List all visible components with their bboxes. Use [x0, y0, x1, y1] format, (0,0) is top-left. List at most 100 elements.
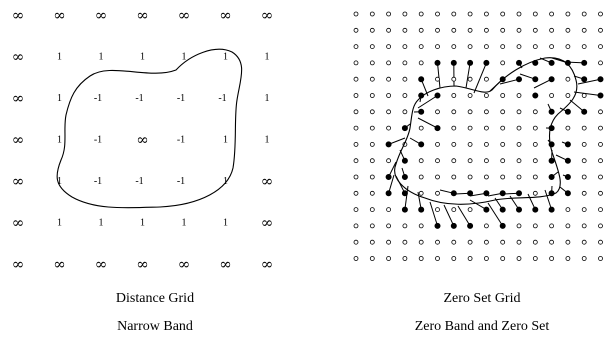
- grid-point-2-6: [451, 44, 457, 49]
- grid-point-7-4: [418, 125, 424, 131]
- grid-point-5-9: [500, 93, 506, 98]
- grid-point-15-3: [402, 256, 408, 261]
- grid-value-r3-c0: ∞: [12, 131, 25, 149]
- grid-point-15-10: [516, 256, 522, 261]
- grid-point-7-6: [451, 125, 457, 131]
- grid-point-1-0: [353, 27, 359, 33]
- zero-band-point-5-5: [434, 92, 441, 99]
- grid-value-r2-c2: -1: [94, 93, 102, 104]
- grid-point-10-10: [516, 174, 522, 180]
- grid-point-5-1: [369, 93, 375, 98]
- grid-point-10-4: [418, 174, 424, 180]
- grid-point-5-13: [565, 93, 571, 98]
- zero-band-link-15: [577, 78, 601, 85]
- zero-band-point-13-6: [450, 222, 457, 229]
- grid-point-6-3: [402, 109, 408, 115]
- grid-point-11-5: [435, 190, 440, 196]
- grid-point-13-13: [565, 223, 571, 229]
- zero-band-link-0: [437, 62, 441, 89]
- grid-value-r2-c4: -1: [177, 93, 185, 104]
- zero-band-point-12-3: [401, 206, 408, 213]
- grid-value-r1-c6: 1: [265, 52, 270, 63]
- grid-value-r0-c3: ∞: [136, 6, 149, 24]
- grid-point-5-14: [581, 93, 587, 98]
- grid-point-8-8: [483, 141, 489, 147]
- zero-band-point-11-7: [467, 190, 474, 197]
- grid-point-0-7: [467, 11, 473, 17]
- grid-value-r5-c1: 1: [57, 218, 62, 229]
- grid-value-r1-c2: 1: [99, 52, 104, 63]
- zero-band-point-8-2: [385, 141, 392, 148]
- grid-point-2-1: [369, 44, 375, 49]
- grid-point-4-2: [386, 76, 392, 82]
- grid-point-2-9: [500, 44, 506, 49]
- zero-band-point-11-13: [564, 190, 571, 197]
- grid-point-2-14: [581, 44, 587, 49]
- grid-point-5-10: [516, 93, 522, 98]
- grid-point-14-7: [467, 239, 473, 245]
- zero-band-point-4-10: [516, 76, 523, 83]
- grid-point-8-7: [467, 141, 473, 147]
- grid-value-r4-c5: 1: [223, 176, 228, 187]
- grid-value-r3-c1: 1: [57, 135, 62, 146]
- right-caption-line1: Zero Set Grid: [443, 291, 521, 306]
- grid-point-4-3: [402, 76, 408, 82]
- grid-point-15-12: [549, 256, 554, 261]
- grid-point-11-0: [353, 190, 359, 196]
- grid-point-9-6: [451, 158, 457, 164]
- right-caption-line2: Zero Band and Zero Set: [414, 319, 550, 334]
- grid-point-13-8: [483, 223, 489, 229]
- zero-band-link-13: [533, 78, 552, 89]
- grid-point-9-4: [418, 158, 424, 164]
- grid-point-6-8: [483, 109, 489, 115]
- zero-band-point-6-13: [564, 108, 571, 115]
- grid-point-12-0: [353, 207, 359, 213]
- grid-point-8-0: [353, 141, 359, 147]
- grid-point-9-1: [369, 158, 375, 164]
- grid-point-12-2: [386, 207, 392, 213]
- grid-point-13-3: [402, 223, 408, 229]
- grid-point-0-6: [451, 11, 457, 17]
- grid-point-1-2: [386, 27, 392, 33]
- grid-value-r5-c6: ∞: [261, 214, 274, 232]
- grid-point-10-0: [353, 174, 359, 180]
- grid-value-r3-c5: 1: [223, 135, 228, 146]
- zero-band-point-12-12: [548, 206, 555, 213]
- grid-point-7-9: [500, 125, 506, 131]
- zero-band-link-25: [417, 117, 438, 129]
- grid-point-6-10: [516, 109, 522, 115]
- grid-point-1-4: [418, 27, 424, 33]
- grid-value-r5-c5: 1: [223, 218, 228, 229]
- grid-value-r3-c4: -1: [177, 135, 185, 146]
- zero-band-link-53: [544, 189, 553, 210]
- grid-point-1-5: [435, 27, 440, 33]
- grid-point-0-3: [402, 11, 408, 17]
- zero-band-link-55: [443, 204, 455, 227]
- grid-point-8-11: [532, 141, 538, 147]
- grid-point-5-6: [451, 93, 457, 98]
- zero-band-point-3-14: [581, 59, 588, 66]
- grid-point-3-1: [369, 60, 375, 66]
- grid-point-0-12: [549, 11, 554, 17]
- grid-point-8-1: [369, 141, 375, 147]
- zero-band-point-4-4: [418, 76, 425, 83]
- grid-value-r6-c6: ∞: [261, 255, 274, 273]
- zero-band-point-4-15: [597, 76, 604, 83]
- grid-point-0-5: [435, 11, 440, 17]
- zero-band-point-13-5: [434, 222, 441, 229]
- grid-point-5-0: [353, 93, 359, 98]
- grid-point-8-6: [451, 141, 457, 147]
- grid-point-6-7: [467, 109, 473, 115]
- zero-band-point-8-13: [564, 141, 571, 148]
- grid-point-15-15: [598, 256, 603, 261]
- grid-point-14-13: [565, 239, 571, 245]
- zero-band-point-5-11: [532, 92, 539, 99]
- grid-point-0-4: [418, 11, 424, 17]
- grid-point-15-1: [369, 256, 375, 261]
- grid-point-1-9: [500, 27, 506, 33]
- grid-value-r1-c0: ∞: [12, 48, 25, 66]
- grid-point-11-11: [532, 190, 538, 196]
- zero-band-link-56: [457, 205, 471, 227]
- grid-point-6-0: [353, 109, 359, 115]
- grid-point-1-15: [598, 27, 603, 33]
